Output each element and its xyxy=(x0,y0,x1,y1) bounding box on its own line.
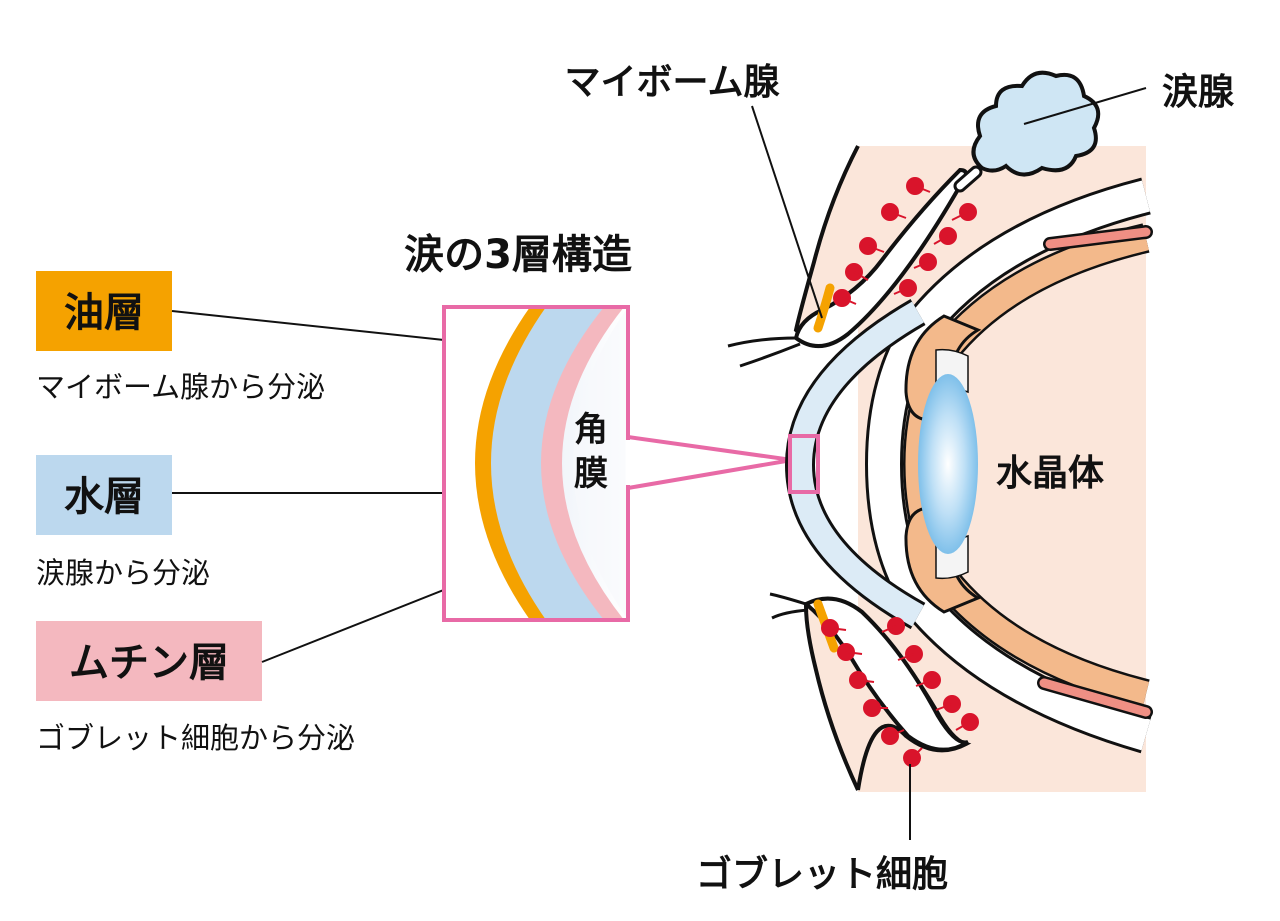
goblet-cell-dot xyxy=(951,203,977,221)
water-layer-label: 水層 涙腺から分泌 xyxy=(36,455,210,590)
goblet-cell-dot xyxy=(859,237,885,255)
water-layer-name: 水層 xyxy=(64,474,144,520)
mucin-layer-swatch xyxy=(36,621,262,701)
goblet-cell-dot xyxy=(913,253,937,271)
goblet-cell-dot xyxy=(955,713,979,731)
goblet-cell-dot xyxy=(897,645,923,663)
mucin-layer-desc: ゴブレット細胞から分泌 xyxy=(36,721,355,755)
mucin-layer-label: ムチン層 ゴブレット細胞から分泌 xyxy=(36,621,355,755)
tear-film-zoom: 角 膜 xyxy=(442,305,793,622)
lacrimal-gland-leader xyxy=(1023,87,1147,125)
mucin-layer-name: ムチン層 xyxy=(69,640,229,686)
meibomian-duct-upper xyxy=(813,283,835,333)
oil-layer-swatch xyxy=(36,271,172,351)
lacrimal-gland-label: 涙腺 xyxy=(1162,71,1235,113)
goblet-cell-dot xyxy=(935,695,961,713)
eye-illustration xyxy=(727,70,1153,792)
diagram-title: 涙の3層構造 xyxy=(404,232,632,278)
lacrimal-gland xyxy=(971,70,1101,177)
cornea-label-1: 角 xyxy=(574,410,608,450)
goblet-cell-label: ゴブレット細胞 xyxy=(696,853,948,895)
meibomian-gland-leader xyxy=(751,105,823,319)
lens xyxy=(918,374,978,554)
cornea-label-2: 膜 xyxy=(574,454,608,494)
goblet-cell-dot xyxy=(881,617,905,635)
goblet-cell-dot xyxy=(933,227,957,245)
goblet-cell-dot xyxy=(915,671,941,689)
goblet-cell-dot xyxy=(906,177,931,195)
goblet-cell-dot xyxy=(881,203,907,221)
water-layer-desc: 涙腺から分泌 xyxy=(36,556,210,590)
water-layer-swatch xyxy=(36,455,172,535)
zoom-source-marker xyxy=(788,434,820,494)
eyeball xyxy=(864,177,1153,754)
meibomian-gland-label: マイボーム腺 xyxy=(565,62,781,103)
goblet-cell-dot xyxy=(845,263,869,281)
goblet-cell-dot xyxy=(821,619,847,637)
zoom-pointer xyxy=(627,435,793,490)
goblet-cells xyxy=(821,177,979,767)
oil-layer-label: 油層 マイボーム腺から分泌 xyxy=(36,271,325,404)
goblet-cell-dot xyxy=(833,289,857,307)
goblet-cell-dot xyxy=(837,643,863,661)
goblet-cell-dot xyxy=(849,671,875,689)
oil-layer-name: 油層 xyxy=(64,290,144,336)
goblet-cell-dot xyxy=(903,747,923,767)
goblet-cell-dot xyxy=(881,727,905,745)
lens-label: 水晶体 xyxy=(996,453,1104,494)
oil-layer-desc: マイボーム腺から分泌 xyxy=(36,370,325,404)
goblet-cell-dot xyxy=(893,279,917,297)
goblet-cell-dot xyxy=(863,699,888,717)
